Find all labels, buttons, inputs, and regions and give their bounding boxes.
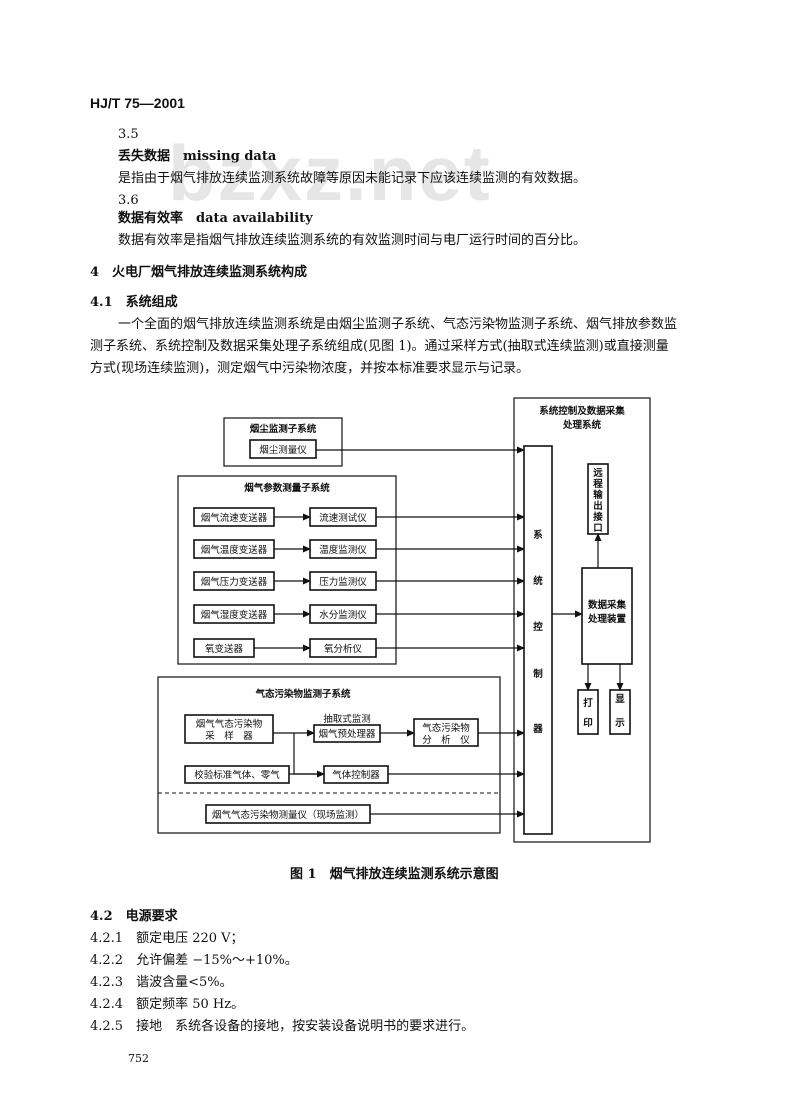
- dust-meter-label: 烟尘测量仪: [259, 444, 307, 456]
- extractive-label: 抽取式监测: [323, 713, 371, 725]
- section-4-1-line-2: 测子系统、系统控制及数据采集处理子系统组成(见图 1)。通过采样方式(抽取式连续…: [90, 339, 669, 354]
- remote-output-char: 口: [593, 523, 603, 534]
- param-instrument-label: 温度监测仪: [319, 544, 367, 556]
- dust-subsystem-frame: [223, 417, 343, 467]
- section-4-1-line-1: 一个全面的烟气排放连续监测系统是由烟尘监测子系统、气态污染物监测子系统、烟气排放…: [118, 317, 678, 332]
- section-4-1-title: 4.1 系统组成: [90, 295, 178, 310]
- param-subsystem-frame: [177, 475, 397, 665]
- controller-char: 控: [533, 621, 543, 633]
- section-4-2-title: 4.2 电源要求: [90, 909, 178, 924]
- gas-sampler-box: [184, 714, 274, 744]
- data-acquisition-label: 数据采集: [587, 599, 627, 611]
- insitu-meter-label: 烟气气态污染物测量仪（现场监测）: [212, 809, 364, 821]
- print-char: 打: [583, 697, 593, 709]
- gas-subsystem-frame: [157, 676, 501, 834]
- param-sensor-label: 烟气温度变送器: [201, 544, 268, 556]
- calibration-gas-label: 校验标准气体、零气: [194, 769, 280, 781]
- param-subsystem-label: 烟气参数测量子系统: [244, 482, 330, 494]
- dust-meter-box: [249, 439, 317, 459]
- controller-char: 器: [532, 724, 543, 735]
- figure-caption: 图 1 烟气排放连续监测系统示意图: [290, 867, 499, 882]
- watermark: bzxz.net: [168, 129, 492, 217]
- section-3-6-definition: 数据有效率是指烟气排放连续监测系统的有效监测时间与电厂运行时间的百分比。: [118, 233, 587, 248]
- system-controller-box: [523, 445, 553, 835]
- param-instrument-label: 流速测试仪: [319, 512, 367, 524]
- controller-to-sampler-line: [293, 733, 324, 775]
- print-char: 印: [583, 717, 593, 729]
- pretreatment-label: 烟气预处理器: [318, 728, 376, 740]
- document-header: HJ/T 75—2001: [90, 95, 185, 111]
- gas-analyzer-label: 分 析 仪: [422, 734, 470, 746]
- param-sensor-label: 氧变送器: [205, 643, 244, 655]
- remote-output-char: 输: [593, 489, 603, 501]
- dust-subsystem-label: 烟尘监测子系统: [250, 423, 317, 435]
- section-3-6-number: 3.6: [118, 193, 139, 208]
- section-3-5-number: 3.5: [118, 127, 139, 142]
- param-instrument-label: 水分监测仪: [319, 609, 367, 621]
- remote-output-char: 接: [593, 511, 603, 523]
- gas-subsystem-label: 气态污染物监测子系统: [254, 688, 351, 700]
- gas-sampler-label: 采 样 器: [205, 730, 253, 742]
- controller-char: 统: [533, 575, 543, 587]
- page-number: 752: [128, 1052, 149, 1065]
- section-4-title: 4 火电厂烟气排放连续监测系统构成: [90, 265, 308, 280]
- control-subsystem-frame: [513, 397, 651, 843]
- data-acquisition-label: 处理装置: [587, 613, 627, 625]
- remote-output-char: 远: [593, 468, 603, 479]
- control-subsystem-label: 系统控制及数据采集: [539, 405, 625, 417]
- param-instrument-label: 氧分析仪: [324, 643, 363, 655]
- display-char: 显: [615, 694, 625, 705]
- control-subsystem-label: 处理系统: [562, 419, 602, 431]
- param-sensor-label: 烟气流速变送器: [201, 512, 268, 524]
- gas-sampler-label: 烟气气态污染物: [196, 718, 263, 730]
- section-3-5-term: 丢失数据 missing data: [118, 149, 277, 164]
- gas-controller-label: 气体控制器: [332, 769, 380, 781]
- controller-char: 制: [533, 668, 543, 680]
- section-4-1-line-3: 方式(现场连续监测)，测定烟气中污染物浓度，并按本标准要求显示与记录。: [90, 361, 530, 376]
- remote-output-char: 出: [593, 500, 603, 512]
- section-3-5-definition: 是指由于烟气排放连续监测系统故障等原因未能记录下应该连续监测的有效数据。: [118, 171, 587, 186]
- display-char: 示: [615, 718, 625, 729]
- section-4-2-item: 4.2.1 额定电压 220 V；: [90, 931, 244, 946]
- param-sensor-label: 烟气压力变送器: [201, 576, 268, 588]
- controller-char: 系: [533, 529, 543, 541]
- section-4-2-item: 4.2.5 接地 系统各设备的接地，按安装设备说明书的要求进行。: [90, 1019, 475, 1034]
- gas-analyzer-label: 气态污染物: [422, 722, 470, 734]
- section-4-2-item: 4.2.3 谐波含量<5%。: [90, 975, 233, 990]
- section-4-2-item: 4.2.4 额定频率 50 Hz。: [90, 997, 245, 1012]
- remote-output-char: 程: [593, 478, 603, 490]
- param-sensor-label: 烟气湿度变送器: [201, 609, 268, 621]
- section-3-6-term: 数据有效率 data availability: [118, 211, 313, 226]
- section-4-2-item: 4.2.2 允许偏差 −15%～+10%。: [90, 953, 298, 968]
- param-instrument-label: 压力监测仪: [319, 576, 367, 588]
